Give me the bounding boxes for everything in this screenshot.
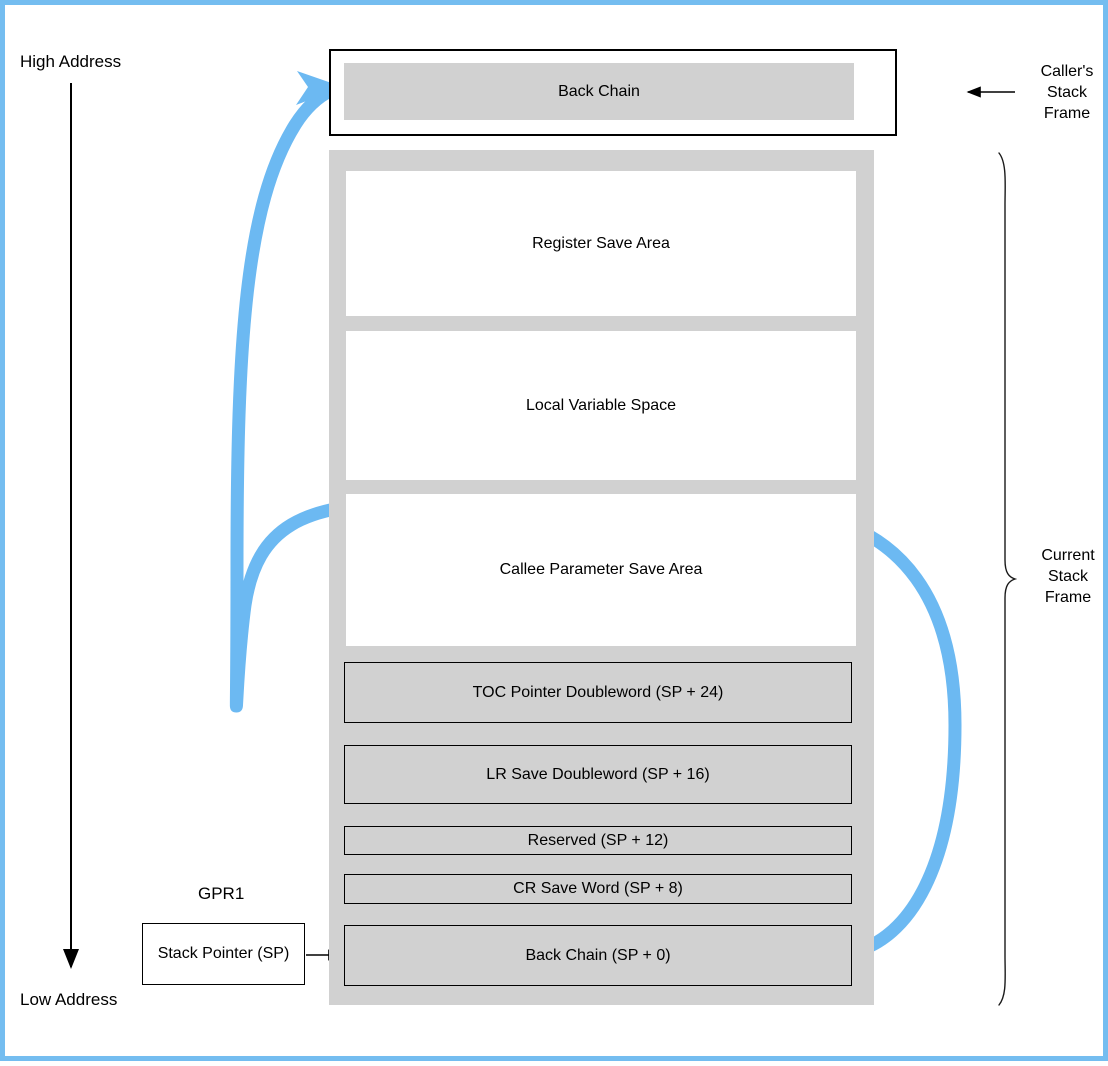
caller-back-chain-slot[interactable]: Back Chain — [344, 63, 854, 120]
toc-pointer-doubleword-slot[interactable]: TOC Pointer Doubleword (SP + 24) — [344, 662, 852, 723]
back-chain-sp0-slot[interactable]: Back Chain (SP + 0) — [344, 925, 852, 986]
gpr1-label: GPR1 — [198, 884, 245, 903]
reserved-slot[interactable]: Reserved (SP + 12) — [344, 826, 852, 855]
lr-save-doubleword-slot[interactable]: LR Save Doubleword (SP + 16) — [344, 745, 852, 804]
callee-parameter-save-area[interactable]: Callee Parameter Save Area — [346, 494, 856, 646]
current-stack-frame-label: Current Stack Frame — [1041, 547, 1095, 606]
high-address-label: High Address — [20, 52, 122, 71]
local-variable-space[interactable]: Local Variable Space — [346, 331, 856, 480]
low-address-label: Low Address — [20, 990, 118, 1009]
cr-save-word-slot[interactable]: CR Save Word (SP + 8) — [344, 874, 852, 904]
register-save-area[interactable]: Register Save Area — [346, 171, 856, 316]
stack-pointer-box[interactable]: Stack Pointer (SP) — [142, 923, 305, 985]
callers-stack-frame-label: Caller's Stack Frame — [1040, 63, 1094, 122]
